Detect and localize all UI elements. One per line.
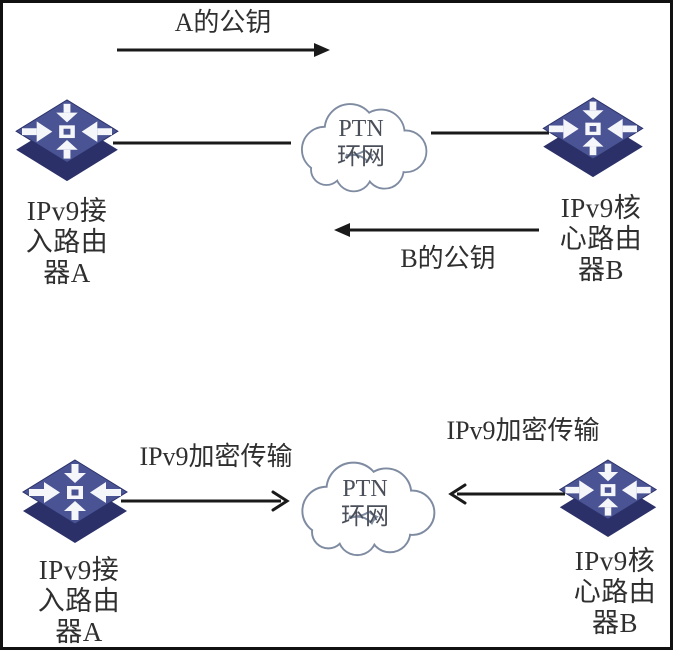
ptn-ring-label: PTN 环网 [341,476,389,530]
ptn-ring-label: PTN 环网 [337,116,385,170]
router-icon [13,95,121,185]
router-a-label: IPv9接 入路由 器A [37,555,121,647]
public-key-a-label: A的公钥 [174,8,272,37]
encrypted-transfer-left-label: IPv9加密传输 [139,442,293,471]
encrypted-transfer-right-label: IPv9加密传输 [446,416,600,445]
link-line-a-cloud [113,141,291,145]
public-key-b-label: B的公钥 [400,244,496,273]
router-b-label: IPv9核 心路由 器B [559,193,643,285]
router-icon [557,453,659,543]
public-key-a-arrow [117,43,330,57]
router-b-label: IPv9核 心路由 器B [573,546,657,638]
public-key-b-arrow [334,223,539,237]
router-icon [19,455,131,547]
router-icon [536,93,650,181]
router-a-label: IPv9接 入路由 器A [25,196,109,288]
link-line-cloud-b [431,131,549,135]
encrypted-link-left-arrow [121,490,290,512]
encrypted-link-right-arrow [448,483,565,505]
